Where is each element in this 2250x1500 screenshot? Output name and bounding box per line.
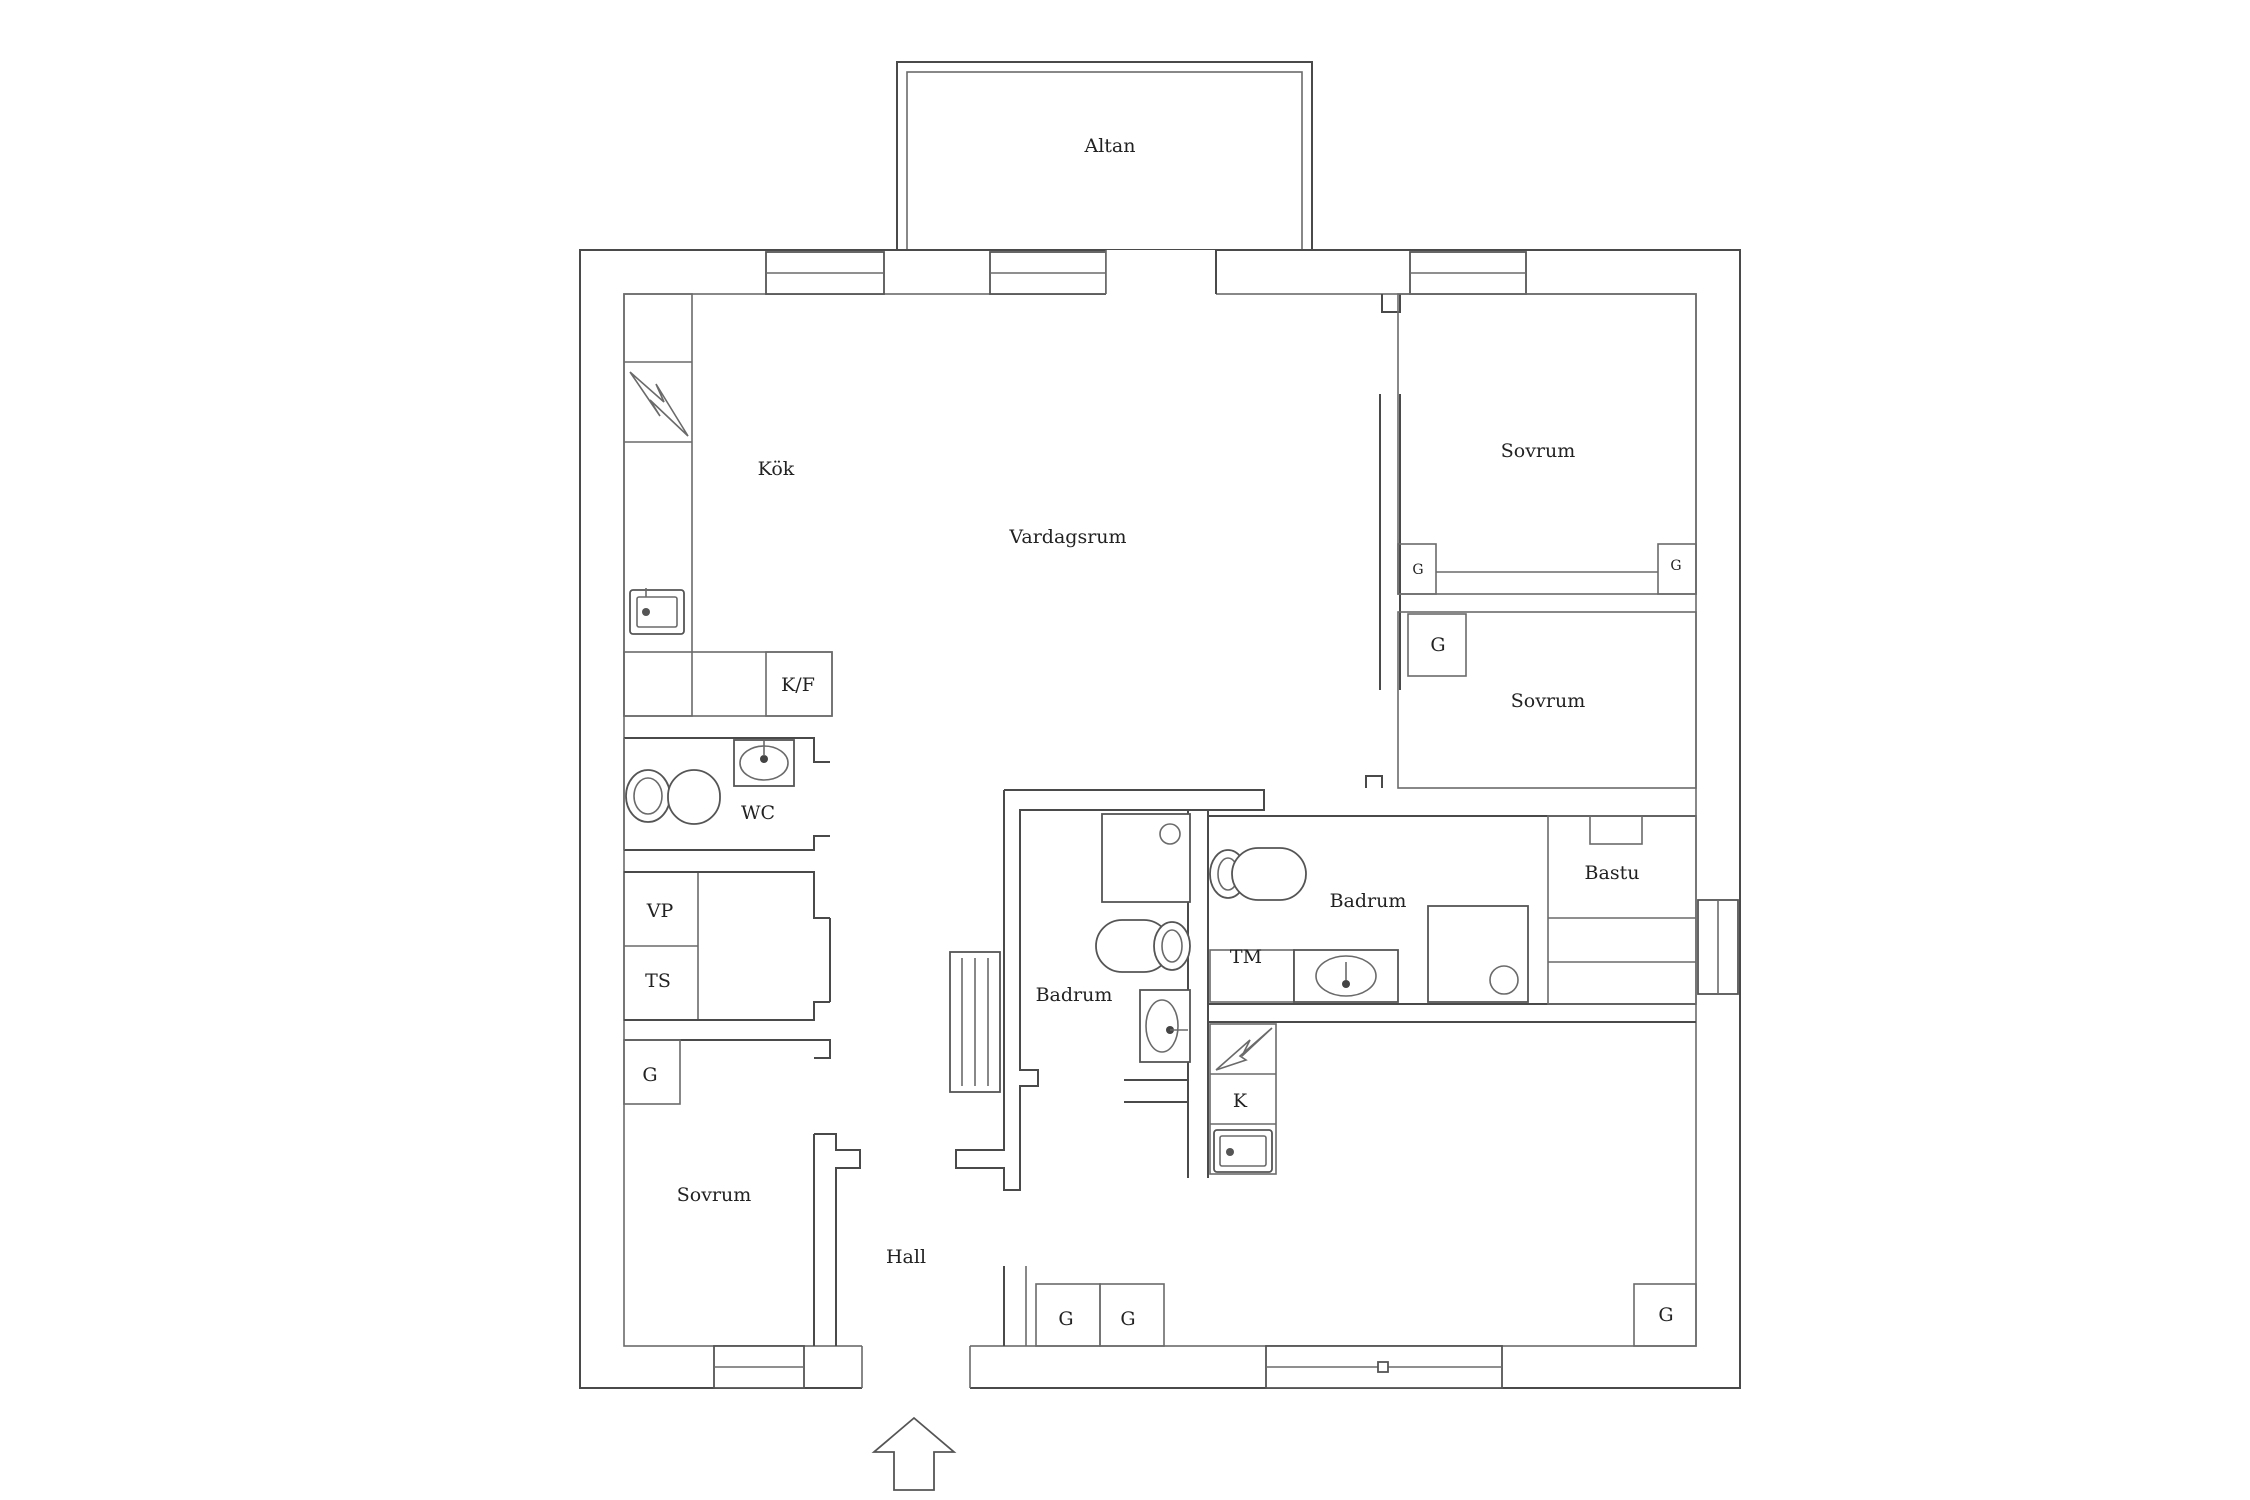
wardrobes: [1003, 1266, 1697, 1347]
sink-icon: [1213, 1129, 1273, 1173]
bedrooms-right: [1215, 250, 1697, 789]
bedroom-left: [623, 1039, 861, 1346]
fixture-label-vp: VP: [646, 900, 674, 922]
stove-icon: [629, 371, 689, 437]
kitchen-counter: [623, 293, 833, 717]
wardrobe-label-g: G: [1430, 634, 1445, 656]
fixture-label-k: K: [1233, 1090, 1248, 1112]
room-label-vardagsrum: Vardagsrum: [1008, 526, 1126, 548]
room-label-sovrum-1: Sovrum: [1501, 440, 1576, 462]
toilet-icon: [1209, 847, 1307, 901]
stove-icon: [1215, 1027, 1273, 1071]
room-label-sovrum-2: Sovrum: [1511, 690, 1586, 712]
wardrobe-label-g: G: [1058, 1308, 1073, 1330]
kitchenette: [1209, 1023, 1277, 1175]
room-label-sovrum-3: Sovrum: [677, 1184, 752, 1206]
window-right: [1697, 899, 1739, 995]
toilet-icon: [1095, 919, 1191, 973]
room-label-hall: Hall: [886, 1246, 926, 1268]
washbasin-icon: [733, 739, 795, 787]
wardrobe-label-g: G: [1120, 1308, 1135, 1330]
wardrobe-label-g: G: [1658, 1304, 1673, 1326]
room-label-badrum-1: Badrum: [1036, 984, 1113, 1006]
room-label-altan: Altan: [1084, 135, 1136, 157]
toilet-icon: [625, 769, 721, 825]
utility-closet: [623, 871, 831, 1021]
sink-icon: [629, 588, 685, 635]
wc-room: [623, 737, 830, 851]
wardrobe-label-g: G: [1412, 562, 1423, 578]
room-label-bastu: Bastu: [1585, 862, 1640, 884]
wardrobe-label-g: G: [642, 1064, 657, 1086]
washbasin-icon: [1293, 949, 1399, 1003]
fixture-label-tm: TM: [1230, 946, 1262, 968]
wardrobe-label-g: G: [1670, 558, 1681, 574]
entrance-arrow-icon: [871, 1416, 957, 1491]
windows-top: [765, 250, 1527, 296]
sauna: [1547, 815, 1697, 1005]
radiator-icon: [949, 951, 1001, 1093]
room-label-kok: Kök: [758, 458, 795, 480]
room-label-badrum-2: Badrum: [1330, 890, 1407, 912]
fixture-label-kf: K/F: [781, 674, 815, 696]
room-label-wc: WC: [741, 802, 775, 824]
windows-bottom: [713, 1344, 1503, 1390]
shower-icon: [1427, 905, 1529, 1003]
fixture-label-ts: TS: [645, 970, 671, 992]
washbasin-icon: [1139, 989, 1191, 1063]
shower-icon: [1101, 813, 1191, 903]
